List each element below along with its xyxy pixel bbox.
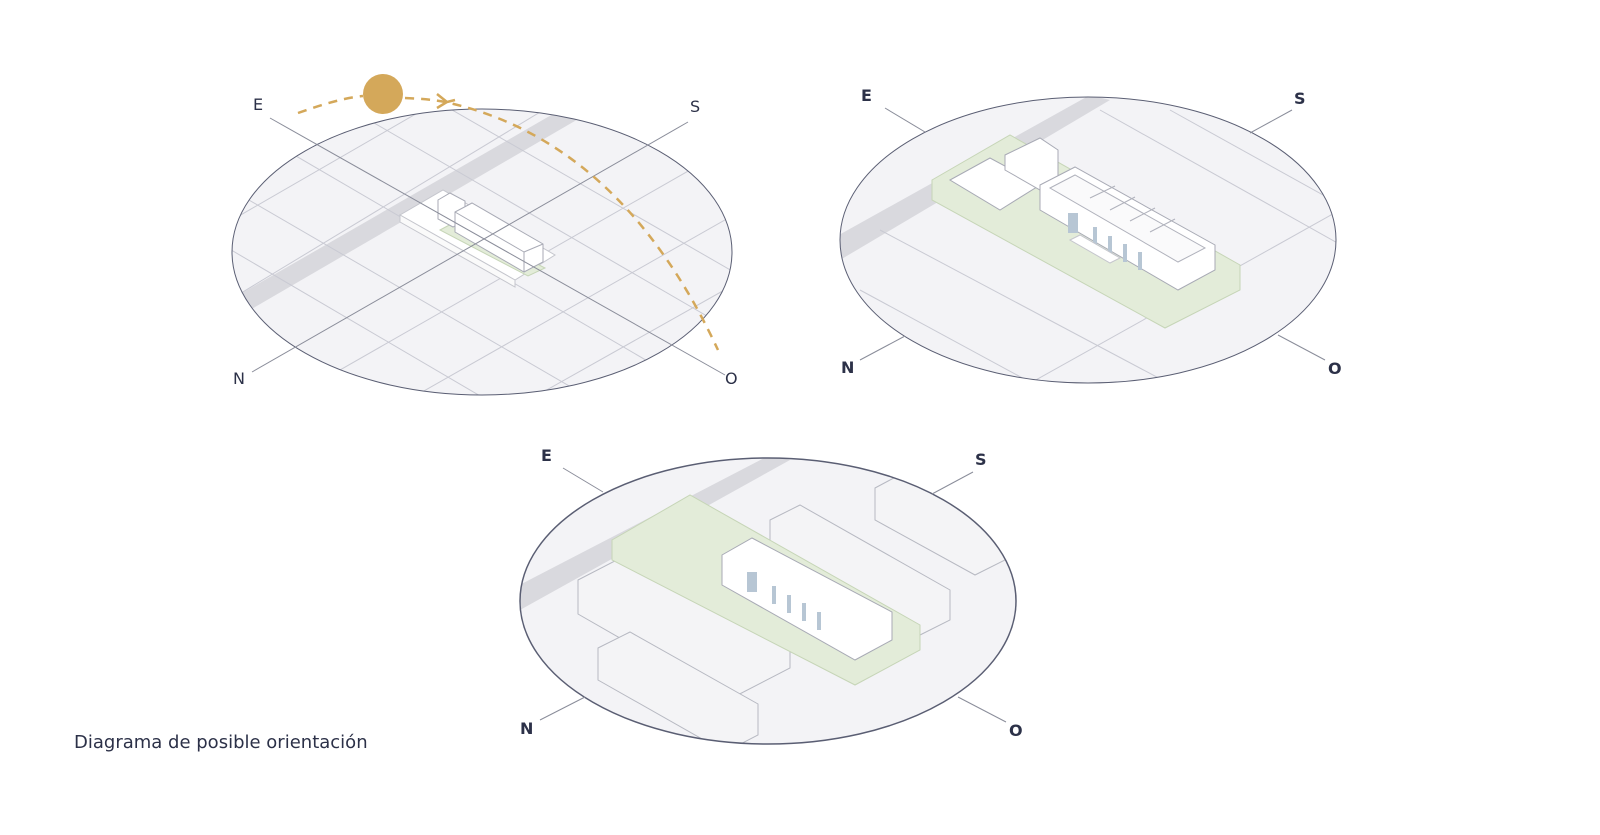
compass-south: S — [1294, 89, 1306, 108]
compass-east: E — [253, 95, 263, 114]
compass-west: O — [725, 369, 738, 388]
compass-west: O — [1328, 359, 1342, 378]
compass-south: S — [690, 97, 700, 116]
diagram-caption: Diagrama de posible orientación — [74, 732, 368, 753]
street — [232, 110, 580, 310]
compass-north: N — [520, 719, 533, 738]
compass-south: S — [975, 450, 987, 469]
compass-north: N — [233, 369, 245, 388]
diagram-site: E S N O — [231, 74, 738, 396]
diagram-house: E S N O — [839, 86, 1342, 384]
compass-east: E — [541, 446, 552, 465]
sun-icon — [363, 74, 403, 114]
sun-path-arrow-icon — [436, 93, 456, 110]
house-main — [721, 537, 893, 661]
diagram-context: E S N O — [519, 446, 1023, 745]
compass-north: N — [841, 358, 854, 377]
compass-west: O — [1009, 721, 1023, 740]
sun-path — [297, 94, 364, 115]
compass-east: E — [861, 86, 872, 105]
